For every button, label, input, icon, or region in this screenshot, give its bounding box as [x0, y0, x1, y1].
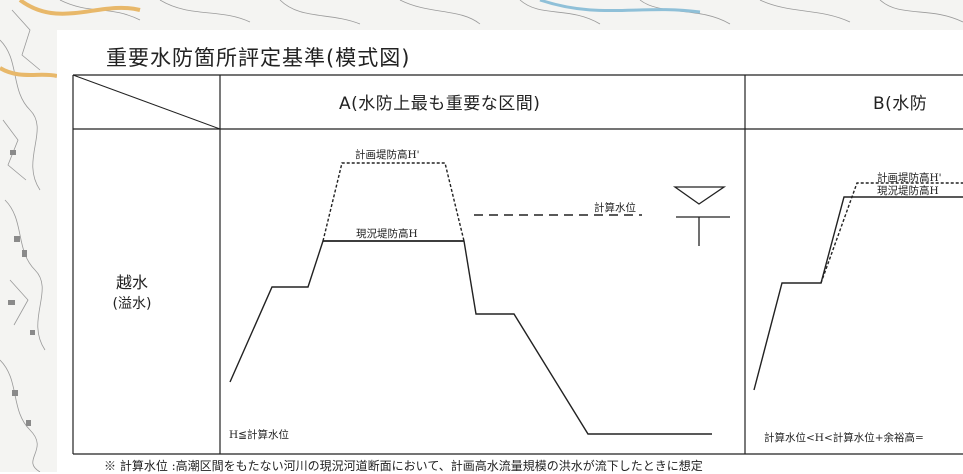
existing-levee-profile-b — [753, 196, 963, 391]
row-label-overflow: 越水 — [115, 273, 148, 292]
planned-levee-dashed-profile-b — [820, 182, 963, 284]
planned-levee-label-b: 計画堤防高H' — [877, 172, 942, 184]
existing-levee-profile — [229, 240, 712, 435]
condition-label-b: 計算水位<H<計算水位+余裕高= — [764, 432, 924, 444]
diagram-a-cross-section — [229, 162, 712, 435]
condition-label-a: H≦計算水位 — [229, 429, 289, 441]
footnote: ※ 計算水位 :高潮区間をもたない河川の現況河道断面において、計画高水流量規模の… — [104, 459, 703, 473]
diagram-b-cross-section — [753, 182, 963, 391]
calc-water-label-a: 計算水位 — [594, 202, 636, 214]
planned-levee-dashed-profile — [322, 162, 465, 242]
diagram-panel — [57, 30, 963, 472]
column-header-a: A(水防上最も重要な区間) — [339, 94, 541, 114]
row-sublabel-overflow: (溢水) — [112, 296, 152, 312]
column-header-b: B(水防 — [873, 94, 928, 114]
water-level-symbol — [672, 186, 730, 246]
planned-levee-label-a: 計画堤防高H' — [355, 149, 420, 161]
page-title: 重要水防箇所評定基準(模式図) — [106, 46, 411, 70]
current-levee-label-b: 現況堤防高H — [877, 185, 939, 197]
header-diagonal — [72, 74, 221, 130]
current-levee-label-a: 現況堤防高H — [356, 228, 418, 240]
